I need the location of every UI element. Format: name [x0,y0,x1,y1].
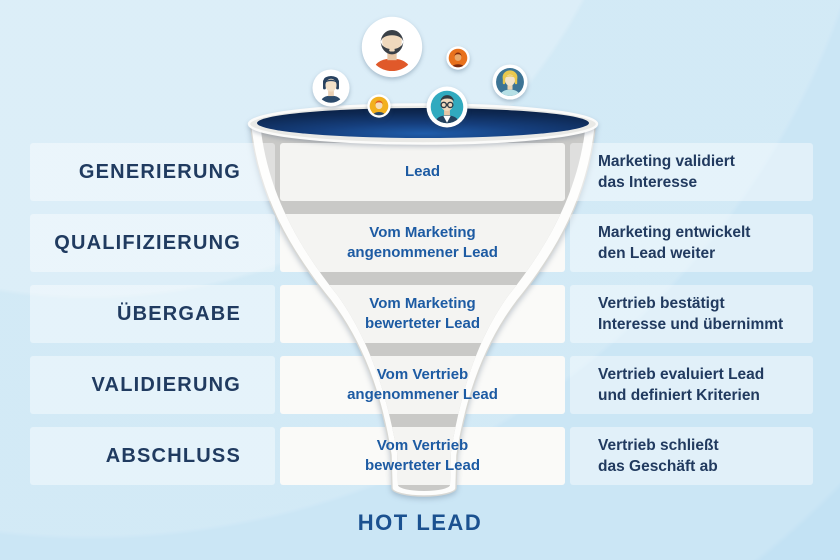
stage-label-band: ABSCHLUSS [30,427,275,485]
stage-description-line: und definiert Kriterien [598,387,760,404]
funnel-row-validierung: VALIDIERUNG Vom Vertrieb angenommener Le… [0,356,840,414]
lead-label-line: bewerteter Lead [364,315,481,332]
funnel-row-qualifizierung: QUALIFIZIERUNG Vom Marketing angenommene… [0,214,840,272]
stage-label: ÜBERGABE [116,302,241,325]
lead-label-line: Vom Marketing [369,224,476,241]
stage-description-line: Vertrieb evaluiert Lead [598,366,765,383]
stage-description-band: Vertrieb schließt das Geschäft ab [570,427,813,485]
stage-label-band: VALIDIERUNG [30,356,275,414]
funnel-lead-band: Vom Marketing angenommener Lead [280,214,565,272]
stage-description-band: Vertrieb evaluiert Lead und definiert Kr… [570,356,813,414]
stage-label-band: QUALIFIZIERUNG [30,214,275,272]
funnel-row-uebergabe: ÜBERGABE Vom Marketing bewerteter Lead V… [0,285,840,343]
lead-label-line: angenommener Lead [347,244,498,261]
stage-label: QUALIFIZIERUNG [54,231,241,254]
avatar-person-orange-icon [446,46,470,70]
lead-label-line: Lead [404,163,440,180]
avatar-man-glasses-teal-icon [426,86,468,128]
stage-description-line: Interesse und übernimmt [598,316,784,333]
stage-description-line: den Lead weiter [598,245,716,262]
stage-description-line: Marketing entwickelt [598,224,751,241]
stage-description-line: das Interesse [598,174,698,191]
lead-label-line: Vom Marketing [369,295,476,312]
stage-label: VALIDIERUNG [91,373,241,396]
avatar-woman-dark-hair-icon [312,69,350,107]
stage-label-band: ÜBERGABE [30,285,275,343]
funnel-lead-band: Vom Vertrieb angenommener Lead [280,356,565,414]
stage-label: ABSCHLUSS [105,444,241,467]
funnel-row-abschluss: ABSCHLUSS Vom Vertrieb bewerteter Lead V… [0,427,840,485]
stage-description-band: Marketing entwickelt den Lead weiter [570,214,813,272]
lead-label-line: Vom Vertrieb [376,366,469,383]
stage-description-band: Marketing validiert das Interesse [570,143,813,201]
lead-label-line: bewerteter Lead [364,457,481,474]
lead-label-line: angenommener Lead [347,386,498,403]
stage-label: GENERIERUNG [78,160,241,183]
lead-label-line: Vom Vertrieb [376,437,469,454]
avatar-man-beard-icon [361,16,423,78]
avatar-woman-blonde-icon [492,64,528,100]
hot-lead-label: HOT LEAD [357,510,483,535]
funnel-row-generierung: GENERIERUNG Lead Marketing validiert das… [0,143,840,201]
stage-description-line: Marketing validiert [598,153,735,170]
stage-description-band: Vertrieb bestätigt Interesse und übernim… [570,285,813,343]
funnel-lead-band: Lead [280,143,565,201]
stage-description-line: Vertrieb bestätigt [598,295,725,312]
stage-label-band: GENERIERUNG [30,143,275,201]
stage-description-line: das Geschäft ab [598,458,718,475]
funnel-lead-band: Vom Vertrieb bewerteter Lead [280,427,565,485]
avatar-child-yellow-icon [367,94,391,118]
stage-description-line: Vertrieb schließt [598,437,719,454]
funnel-lead-band: Vom Marketing bewerteter Lead [280,285,565,343]
